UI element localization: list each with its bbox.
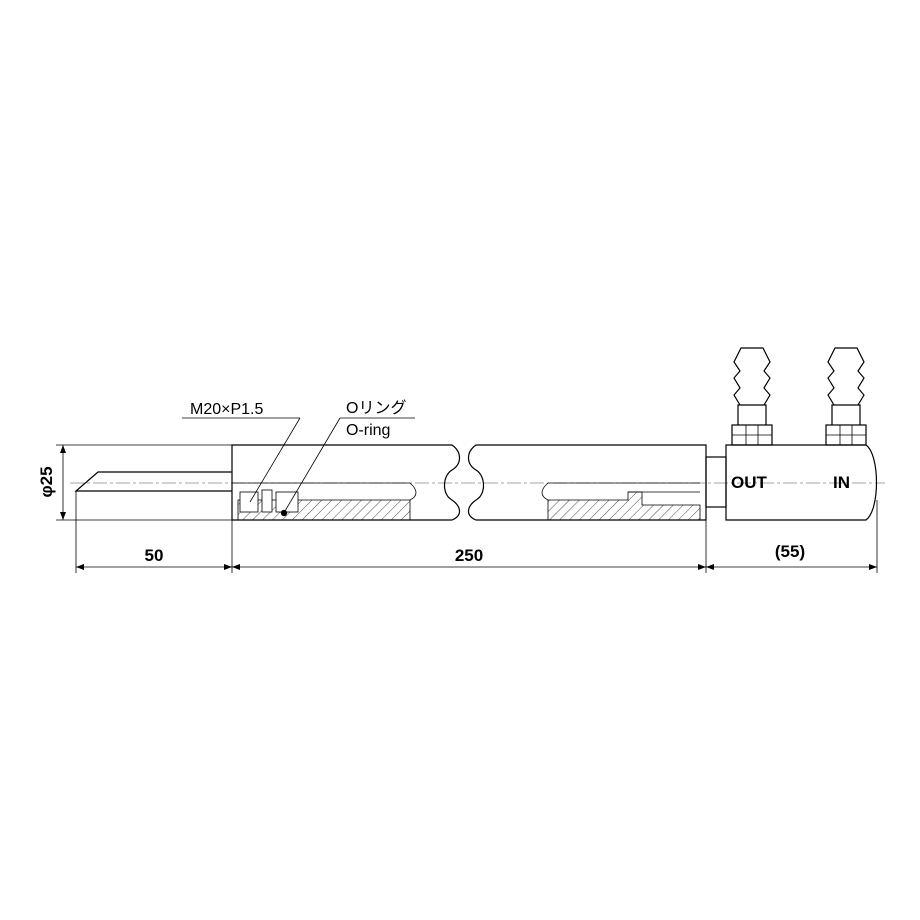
- diameter-value: φ25: [37, 466, 56, 497]
- body-length-value: 250: [455, 546, 483, 565]
- port-in-label: IN: [833, 473, 850, 492]
- port-out-label: OUT: [731, 473, 768, 492]
- oring-dot: [280, 509, 288, 517]
- head-length-value: (55): [775, 542, 805, 561]
- thread-leader: [182, 417, 301, 503]
- diameter-dimension: [56, 444, 232, 521]
- head-block: [705, 444, 878, 521]
- body-left-segment: [231, 444, 461, 521]
- hose-barb-in: [825, 347, 867, 446]
- tip-length-value: 50: [145, 546, 164, 565]
- oring-label-en: O-ring: [346, 422, 390, 439]
- length-dimensions: [75, 491, 878, 573]
- oring-label-jp: Oリング: [346, 399, 406, 417]
- probe-tip: [74, 471, 232, 492]
- thread-label: M20×P1.5: [190, 401, 263, 418]
- hose-barb-out: [731, 347, 773, 446]
- oring-leader: [284, 417, 415, 512]
- body-right-segment: [467, 444, 707, 521]
